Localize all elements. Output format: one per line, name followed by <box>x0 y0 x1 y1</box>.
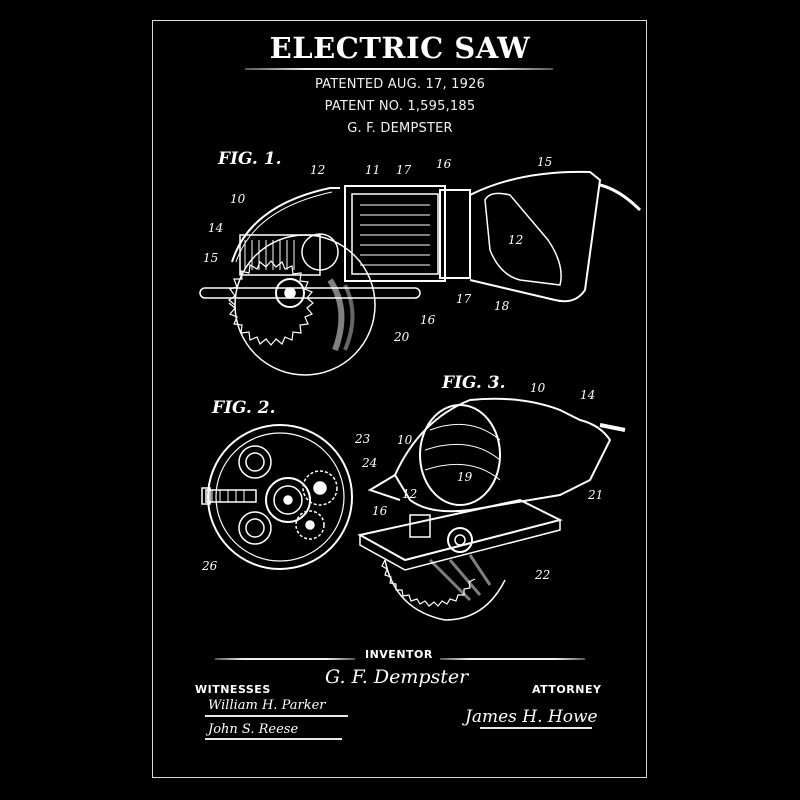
witness-signature: William H. Parker <box>208 698 326 713</box>
patent-number: PATENT NO. 1,595,185 <box>324 99 476 114</box>
fig1-callout: 17 <box>456 292 472 306</box>
attorney-signature: James H. Howe <box>465 707 598 727</box>
fig1-callout: 11 <box>365 163 381 177</box>
attorney-label: ATTORNEY <box>532 683 602 696</box>
fig3-callout: 14 <box>580 388 596 402</box>
fig1-label: FIG. 1. <box>218 149 282 169</box>
fig2-label: FIG. 2. <box>212 398 276 418</box>
title-divider <box>245 68 553 70</box>
fig1-callout: 18 <box>494 299 510 313</box>
fig1-callout: 16 <box>420 313 436 327</box>
fig1-callout: 14 <box>208 221 224 235</box>
inventor-name: G. F. DEMPSTER <box>347 121 453 136</box>
fig1-callout: 15 <box>537 155 553 169</box>
fig3-callout: 12 <box>402 487 418 501</box>
poster-title: ELECTRIC SAW <box>269 31 531 65</box>
witnesses-label: WITNESSES <box>195 683 271 696</box>
fig3-callout: 10 <box>530 381 546 395</box>
inventor-signature: G. F. Dempster <box>325 666 469 688</box>
fig3-callout: 19 <box>457 470 473 484</box>
fig1-callout: 12 <box>310 163 326 177</box>
fig3-callout: 21 <box>588 488 604 502</box>
witness-signature: John S. Reese <box>208 722 299 737</box>
fig2-callout: 23 <box>355 432 371 446</box>
witness-signature-line <box>205 715 348 717</box>
inventor-label: INVENTOR <box>365 648 433 661</box>
fig1-saw-blade-icon <box>227 234 376 376</box>
fig1-callout: 20 <box>394 330 410 344</box>
fig3-saw-blade-icon <box>381 554 506 621</box>
fig1-callout: 17 <box>396 163 412 177</box>
fig2-callout: 26 <box>202 559 218 573</box>
fig1-callout: 12 <box>508 233 524 247</box>
fig2-callout: 24 <box>362 456 378 470</box>
fig3-callout: 10 <box>397 433 413 447</box>
inventor-divider-right <box>440 658 585 660</box>
fig3-callout: 16 <box>372 504 388 518</box>
fig3-label: FIG. 3. <box>442 373 506 393</box>
fig1-callout: 16 <box>436 157 452 171</box>
patent-date: PATENTED AUG. 17, 1926 <box>314 77 486 92</box>
inventor-divider-left <box>215 658 355 660</box>
fig1-callout: 10 <box>230 192 246 206</box>
fig3-callout: 22 <box>535 568 551 582</box>
attorney-signature-line <box>480 727 592 729</box>
fig3-drawing <box>357 397 626 621</box>
poster-frame <box>152 20 647 778</box>
fig2-drawing <box>201 424 353 570</box>
witness-signature-line <box>205 738 342 740</box>
fig1-drawing <box>199 170 642 376</box>
fig1-callout: 15 <box>203 251 219 265</box>
